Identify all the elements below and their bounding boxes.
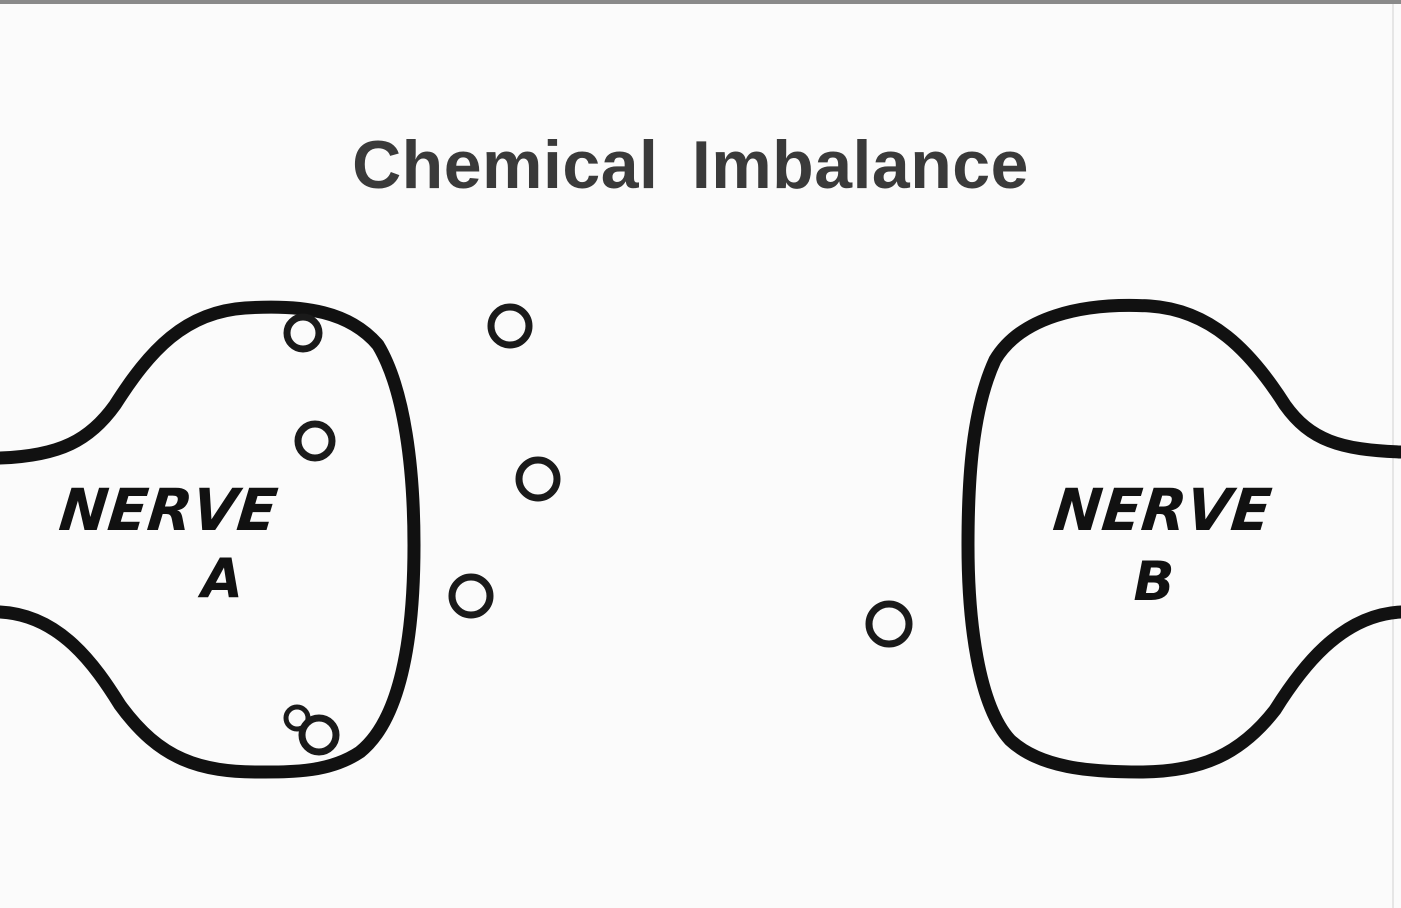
molecule-circle [298, 714, 340, 756]
top-border [0, 0, 1401, 4]
nerve-a-letter: A [197, 547, 243, 610]
molecule-circle [515, 456, 561, 502]
diagram-title: Chemical Imbalance [352, 127, 1029, 203]
nerve-b-label: NERVE [1050, 476, 1274, 544]
molecule-circle [487, 303, 533, 349]
molecule-circle [865, 600, 913, 648]
molecule-circle [448, 573, 494, 619]
nerve-b-outline [961, 298, 1401, 779]
nerve-b-letter: B [1133, 550, 1174, 613]
nerve-a-outline [0, 300, 421, 779]
molecule-circle [294, 420, 336, 462]
nerve-a-label: NERVE [56, 476, 280, 544]
molecule-circle [283, 313, 323, 353]
